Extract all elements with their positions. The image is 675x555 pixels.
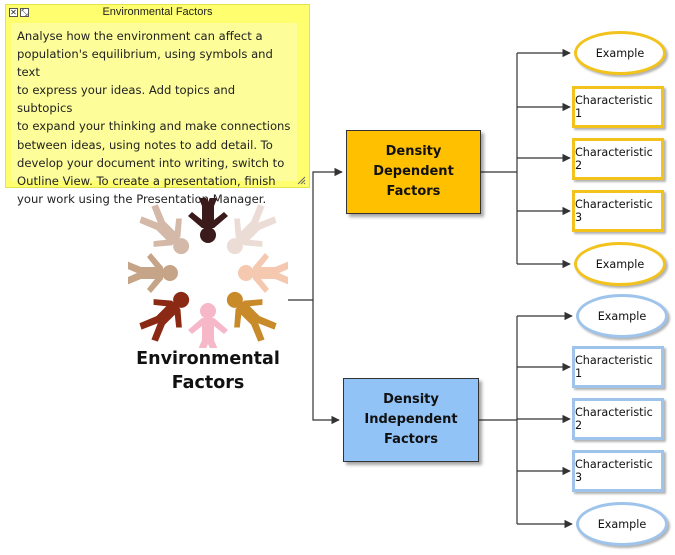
topic-label-line: Factors	[386, 184, 441, 199]
subtopic-label: Characteristic 2	[575, 406, 653, 432]
note-line: between ideas, using notes to add detail…	[17, 137, 273, 152]
subtopic-label: Characteristic 2	[575, 146, 653, 172]
independent-characteristic-2[interactable]: Characteristic 2	[572, 398, 664, 440]
note-line: to express your ideas. Add topics and su…	[17, 83, 236, 116]
note-body[interactable]: Analyse how the environment can affect a…	[11, 23, 297, 206]
dependent-characteristic-3[interactable]: Characteristic 3	[572, 190, 664, 232]
central-label-line: Environmental	[136, 349, 280, 369]
close-icon: ✕	[10, 8, 17, 17]
topic-label-line: Density	[383, 392, 439, 407]
note-line: Outline View. To create a presentation, …	[17, 173, 276, 188]
dependent-characteristic-2[interactable]: Characteristic 2	[572, 138, 664, 180]
topic-note-panel[interactable]: ✕ ⤡ Environmental Factors Analyse how th…	[5, 4, 310, 206]
subtopic-label: Example	[595, 257, 645, 271]
topic-label-line: Factors	[384, 432, 438, 447]
expand-icon: ⤡	[21, 8, 28, 17]
subtopic-label: Characteristic 1	[575, 354, 653, 380]
subtopic-label: Characteristic 3	[575, 458, 653, 484]
note-line: develop your document into writing, swit…	[17, 155, 285, 170]
topic-label-line: Independent	[364, 412, 458, 427]
independent-example-2[interactable]: Example	[576, 502, 668, 546]
close-note-button[interactable]: ✕	[9, 8, 18, 17]
subtopic-label: Characteristic 3	[575, 198, 653, 224]
note-line: to expand your thinking and make connect…	[17, 119, 291, 134]
density-dependent-topic[interactable]: Density Dependent Factors	[346, 130, 481, 214]
topic-label-line: Density	[385, 144, 442, 159]
independent-characteristic-3[interactable]: Characteristic 3	[572, 450, 664, 492]
resize-grip-icon[interactable]	[296, 175, 306, 185]
density-independent-topic[interactable]: Density Independent Factors	[343, 378, 479, 462]
note-title: Environmental Factors	[102, 6, 213, 18]
independent-characteristic-1[interactable]: Characteristic 1	[572, 346, 664, 388]
subtopic-label: Example	[597, 309, 647, 323]
dependent-example-1[interactable]: Example	[574, 31, 666, 75]
note-line: population's equilibrium, using symbols …	[17, 47, 273, 80]
expand-note-button[interactable]: ⤡	[20, 8, 29, 17]
dependent-characteristic-1[interactable]: Characteristic 1	[572, 86, 664, 128]
central-label-line: Factors	[171, 373, 245, 393]
dependent-example-2[interactable]: Example	[574, 242, 666, 286]
subtopic-label: Example	[597, 517, 647, 531]
people-circle-image[interactable]	[128, 198, 288, 348]
central-topic-label[interactable]: Environmental Factors	[124, 347, 292, 395]
subtopic-label: Characteristic 1	[575, 94, 653, 120]
independent-example-1[interactable]: Example	[576, 294, 668, 338]
note-line: Analyse how the environment can affect a	[17, 29, 263, 43]
topic-label-line: Dependent	[373, 164, 454, 179]
subtopic-label: Example	[595, 46, 645, 60]
